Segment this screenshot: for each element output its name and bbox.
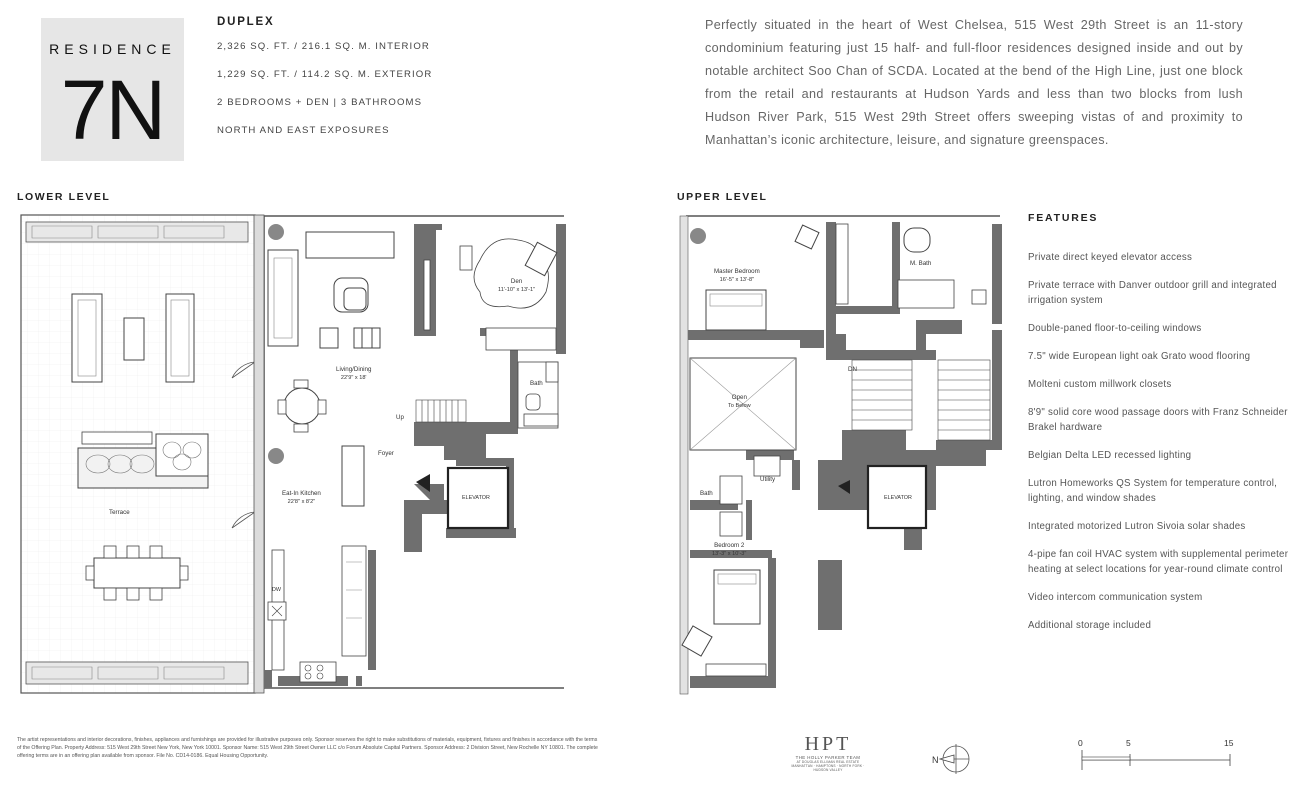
label-master-bath: M. Bath bbox=[910, 260, 932, 267]
scale-label-15: 15 bbox=[1224, 738, 1234, 748]
upper-level-plan: Master Bedroom 16'-5" x 13'-8" M. Bath O… bbox=[676, 210, 1006, 700]
lower-level-title: LOWER LEVEL bbox=[17, 191, 111, 203]
label-lower-bath: Bath bbox=[530, 380, 543, 387]
label-master-bedroom: Master Bedroom 16'-5" x 13'-8" bbox=[714, 268, 760, 283]
building-description: Perfectly situated in the heart of West … bbox=[705, 18, 1243, 147]
label-terrace: Terrace bbox=[109, 509, 130, 516]
den-dimensions: 11'-10" x 13'-1" bbox=[498, 287, 536, 293]
label-lower-elevator: ELEVATOR bbox=[462, 495, 490, 501]
label-dishwasher: DW bbox=[272, 587, 281, 593]
feature-item: Belgian Delta LED recessed lighting bbox=[1028, 450, 1192, 461]
planter-top bbox=[25, 221, 249, 243]
upper-elevator bbox=[866, 464, 928, 530]
label-foyer: Foyer bbox=[378, 450, 394, 457]
label-den: Den 11'-10" x 13'-1" bbox=[498, 278, 536, 293]
living-dimensions: 22'9" x 18' bbox=[340, 375, 367, 381]
room-count: 2 BEDROOMS + DEN | 3 BATHROOMS bbox=[217, 97, 423, 108]
logo-firm: AT DOUGLAS ELLIMAN REAL ESTATE bbox=[796, 760, 860, 764]
terrace-sofa-left bbox=[71, 293, 103, 383]
terrace-dining-table bbox=[93, 557, 181, 589]
residence-number: 7N bbox=[60, 63, 166, 157]
terrace-coffee-table bbox=[123, 317, 145, 361]
unit-specs: DUPLEX 2,326 SQ. FT. / 216.1 SQ. M. INTE… bbox=[217, 16, 517, 153]
label-down: DN bbox=[848, 366, 857, 373]
feature-item: Lutron Homeworks QS System for temperatu… bbox=[1028, 478, 1278, 504]
label-living-dining: Living/Dining 22'9" x 18' bbox=[336, 366, 372, 381]
residence-badge: RESIDENCE 7N bbox=[41, 18, 184, 161]
kitchen-dimensions: 22'8" x 8'2" bbox=[287, 499, 316, 505]
label-open-to-below: Open To Below bbox=[728, 394, 751, 409]
feature-item: 4-pipe fan coil HVAC system with supplem… bbox=[1028, 549, 1289, 575]
master-bed bbox=[705, 289, 767, 331]
feature-item: 7.5" wide European light oak Grato wood … bbox=[1028, 351, 1251, 362]
lower-level-drawing bbox=[20, 214, 566, 694]
interior-area: 2,326 SQ. FT. / 216.1 SQ. M. INTERIOR bbox=[217, 41, 430, 52]
feature-item: 8'9" solid core wood passage doors with … bbox=[1028, 407, 1288, 433]
scale-bar bbox=[1081, 750, 1231, 770]
feature-item: Integrated motorized Lutron Sivoia solar… bbox=[1028, 521, 1246, 532]
unit-type: DUPLEX bbox=[217, 16, 275, 28]
upper-level-title: UPPER LEVEL bbox=[677, 191, 768, 203]
label-bedroom-2: Bedroom 2 13'-3" x 10'-3" bbox=[712, 542, 747, 557]
residence-word: RESIDENCE bbox=[49, 41, 176, 57]
feature-item: Private terrace with Danver outdoor gril… bbox=[1028, 280, 1277, 306]
features-list: Private direct keyed elevator access Pri… bbox=[1028, 250, 1290, 646]
label-upper-bath: Bath bbox=[700, 490, 713, 497]
lower-elevator bbox=[446, 466, 510, 530]
upper-level-drawing bbox=[679, 215, 1002, 695]
feature-item: Private direct keyed elevator access bbox=[1028, 252, 1193, 263]
logo-team-name: THE HOLLY PARKER TEAM bbox=[795, 755, 861, 760]
bedroom-2-bed bbox=[713, 569, 761, 625]
features-title: FEATURES bbox=[1028, 212, 1099, 224]
bedroom-2-dimensions: 13'-3" x 10'-3" bbox=[712, 551, 747, 557]
label-kitchen: Eat-In Kitchen 22'8" x 8'2" bbox=[282, 490, 321, 505]
feature-item: Molteni custom millwork closets bbox=[1028, 379, 1172, 390]
label-utility: Utility bbox=[760, 476, 776, 483]
legal-disclaimer: The artist representations and interior … bbox=[17, 737, 598, 759]
feature-item: Video intercom communication system bbox=[1028, 592, 1203, 603]
hpt-logo: HPT THE HOLLY PARKER TEAM AT DOUGLAS ELL… bbox=[790, 733, 866, 772]
living-sofa bbox=[305, 231, 395, 259]
north-arrow-icon bbox=[938, 744, 970, 774]
feature-item: Additional storage included bbox=[1028, 620, 1152, 631]
feature-item: Double-paned floor-to-ceiling windows bbox=[1028, 323, 1202, 334]
master-dimensions: 16'-5" x 13'-8" bbox=[719, 277, 755, 283]
exposures: NORTH AND EAST EXPOSURES bbox=[217, 125, 390, 136]
logo-monogram: HPT bbox=[804, 733, 852, 755]
label-upper-elevator: ELEVATOR bbox=[884, 495, 912, 501]
lower-level-plan: Terrace Living/Dining 22'9" x 18' Den 11… bbox=[16, 210, 581, 700]
planter-bottom bbox=[25, 661, 249, 685]
scale-label-0: 0 bbox=[1078, 738, 1083, 748]
logo-tagline: MANHATTAN · HAMPTONS · NORTH FORK · HUDS… bbox=[791, 764, 865, 772]
terrace-sofa-right bbox=[165, 293, 195, 383]
north-label: N bbox=[932, 755, 939, 765]
dining-table bbox=[283, 387, 321, 425]
exterior-area: 1,229 SQ. FT. / 114.2 SQ. M. EXTERIOR bbox=[217, 69, 433, 80]
scale-label-5: 5 bbox=[1126, 738, 1131, 748]
label-up: Up bbox=[396, 414, 404, 421]
